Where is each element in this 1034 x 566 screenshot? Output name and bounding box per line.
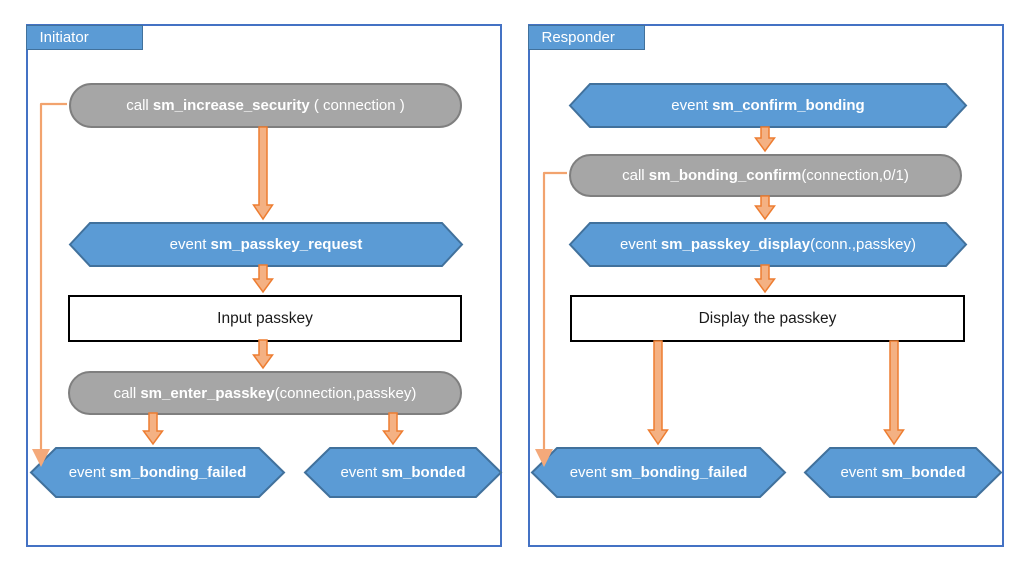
node-label: event sm_passkey_display(conn.,passkey) xyxy=(569,222,967,267)
node-event-sm-bonding-failed-responder: event sm_bonding_failed xyxy=(530,447,787,498)
label-function-name: sm_passkey_request xyxy=(210,236,363,253)
node-label: event sm_bonding_failed xyxy=(30,447,285,498)
label-prefix: event xyxy=(68,464,110,481)
node-event-sm-passkey-display: event sm_passkey_display(conn.,passkey) xyxy=(568,222,968,267)
label-function-name: sm_bonded xyxy=(881,464,966,481)
hexagon-shape xyxy=(568,222,968,267)
node-call-sm-enter-passkey: call sm_enter_passkey(connection,passkey… xyxy=(68,371,462,415)
node-event-sm-confirm-bonding: event sm_confirm_bonding xyxy=(568,83,968,128)
hexagon-shape xyxy=(568,83,968,128)
node-event-sm-bonding-failed-initiator: event sm_bonding_failed xyxy=(29,447,286,498)
label-args: (conn.,passkey) xyxy=(810,236,917,253)
node-label: event sm_bonding_failed xyxy=(531,447,786,498)
hexagon-shape xyxy=(303,447,503,498)
tab-initiator: Initiator xyxy=(25,24,143,50)
node-label: event sm_bonded xyxy=(804,447,1002,498)
label-prefix: event xyxy=(619,236,661,253)
label-prefix: event xyxy=(340,464,382,481)
label-function-name: sm_confirm_bonding xyxy=(712,97,865,114)
label-args: (connection,passkey) xyxy=(274,384,417,402)
node-call-sm-increase-security: call sm_increase_security ( connection ) xyxy=(69,83,462,128)
process-label: Input passkey xyxy=(217,309,313,327)
hexagon-shape xyxy=(803,447,1003,498)
label-function-name: sm_enter_passkey xyxy=(140,384,275,402)
label-args: ( connection ) xyxy=(309,97,405,114)
panel-title: Responder xyxy=(541,28,615,46)
node-label: event sm_passkey_request xyxy=(69,222,463,267)
label-prefix: event xyxy=(671,97,713,114)
hexagon-shape xyxy=(68,222,464,267)
node-label: event sm_bonded xyxy=(304,447,502,498)
node-event-sm-bonded-initiator: event sm_bonded xyxy=(303,447,503,498)
label-prefix: call xyxy=(113,384,141,402)
node-event-sm-bonded-responder: event sm_bonded xyxy=(803,447,1003,498)
label-function-name: sm_bonding_failed xyxy=(610,464,748,481)
panel-title: Initiator xyxy=(39,28,89,46)
process-label: Display the passkey xyxy=(698,309,837,327)
label-prefix: call xyxy=(622,167,649,184)
label-prefix: call xyxy=(126,97,153,114)
panel-responder: Responder event sm_confirm_bonding call … xyxy=(527,24,1004,547)
label-function-name: sm_passkey_display xyxy=(660,236,811,253)
label-function-name: sm_bonding_failed xyxy=(109,464,247,481)
label-prefix: event xyxy=(169,236,211,253)
label-args: (connection,0/1) xyxy=(801,167,909,184)
node-call-sm-bonding-confirm: call sm_bonding_confirm(connection,0/1) xyxy=(569,154,962,197)
label-prefix: event xyxy=(840,464,882,481)
node-label: event sm_confirm_bonding xyxy=(569,83,967,128)
label-function-name: sm_bonded xyxy=(381,464,466,481)
node-display-the-passkey: Display the passkey xyxy=(570,295,965,342)
label-function-name: sm_bonding_confirm xyxy=(648,167,802,184)
tab-responder: Responder xyxy=(527,24,645,50)
node-event-sm-passkey-request: event sm_passkey_request xyxy=(68,222,464,267)
label-function-name: sm_increase_security xyxy=(152,97,310,114)
node-input-passkey: Input passkey xyxy=(68,295,462,342)
panel-initiator: Initiator call sm_increase_security ( co… xyxy=(25,24,503,547)
label-prefix: event xyxy=(569,464,611,481)
